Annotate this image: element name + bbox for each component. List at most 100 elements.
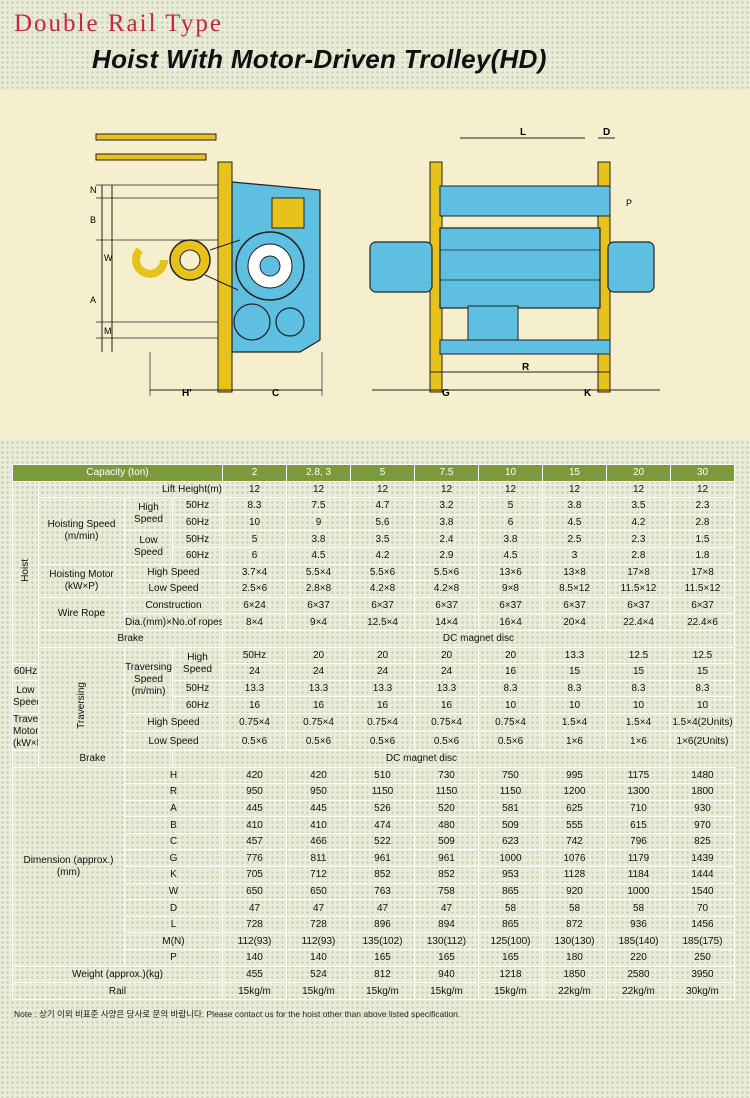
rope-line — [209, 239, 241, 251]
value-cell: 1150 — [478, 783, 543, 801]
value-cell: 936 — [606, 915, 671, 934]
value-cell: 623 — [478, 832, 543, 851]
value-cell: 12 — [606, 480, 671, 499]
value-cell: 1128 — [542, 866, 607, 884]
value-cell: 165 — [350, 949, 415, 967]
rail-bar-second — [95, 153, 207, 161]
value-cell: 0.5×6 — [286, 731, 351, 751]
value-cell: 0.75×4 — [350, 712, 415, 733]
value-cell: 1179 — [606, 849, 671, 868]
hz-label: 60Hz — [172, 513, 223, 532]
value-cell: 2.5 — [542, 530, 607, 548]
value-cell: 17×8 — [670, 563, 735, 582]
value-cell: 13.3 — [542, 646, 607, 665]
value-cell: 0.75×4 — [414, 712, 479, 733]
value-cell: 15kg/m — [414, 982, 479, 1000]
dia-label: Dia.(mm)×No.of ropes — [124, 613, 223, 631]
value-cell: 4.2×8 — [414, 580, 479, 598]
value-cell: 9×4 — [286, 613, 351, 631]
value-cell: 2.8 — [606, 546, 671, 565]
value-cell: 3 — [542, 546, 607, 565]
value-cell: 24 — [414, 663, 479, 681]
value-cell: 140 — [222, 949, 287, 967]
value-cell: 509 — [478, 816, 543, 834]
value-cell: 22kg/m — [606, 982, 671, 1000]
wire-rope-label: Wire Rope — [38, 596, 125, 631]
traversing-section-label: Traversing — [38, 646, 125, 768]
value-cell: 3.8 — [478, 530, 543, 548]
gearbox — [607, 241, 655, 293]
value-cell: 250 — [670, 949, 735, 967]
capacity-cell: 30 — [670, 464, 735, 482]
value-cell: 3.8 — [286, 530, 351, 548]
value-cell: 940 — [414, 965, 479, 984]
value-cell: 872 — [542, 915, 607, 934]
value-cell: 11.5×12 — [670, 580, 735, 598]
value-cell: 1150 — [350, 783, 415, 801]
label-C: C — [272, 388, 279, 399]
value-cell: 750 — [478, 766, 543, 785]
weight-label: Weight (approx.)(kg) — [12, 965, 223, 984]
label-G: G — [442, 388, 450, 399]
value-cell: 15kg/m — [478, 982, 543, 1000]
capacity-cell: 10 — [478, 464, 543, 482]
value-cell: 0.75×4 — [478, 712, 543, 733]
brake-label: Brake — [38, 629, 223, 648]
side-view: N B A W M H' C — [90, 133, 323, 399]
lower-wheel — [233, 303, 271, 341]
value-cell: 2.9 — [414, 546, 479, 565]
value-cell: 20 — [350, 646, 415, 665]
value-cell: 650 — [222, 882, 287, 901]
hook-sheave-inner — [179, 249, 201, 271]
value-cell: 0.75×4 — [286, 712, 351, 733]
value-cell: 1300 — [606, 783, 671, 801]
dimension-key: H — [124, 766, 223, 785]
high-speed-label: High Speed — [124, 497, 173, 532]
value-cell: 20×4 — [542, 613, 607, 631]
value-cell: 1800 — [670, 783, 735, 801]
value-cell: 165 — [478, 949, 543, 967]
value-cell: 1×6(2Units) — [670, 731, 735, 751]
product-type-subtitle: Double Rail Type — [14, 10, 223, 37]
dimension-key: G — [124, 849, 223, 868]
vertical-label: Hoist — [20, 558, 31, 582]
value-cell: 457 — [222, 832, 287, 851]
value-cell: 455 — [222, 965, 287, 984]
value-cell: 825 — [670, 832, 735, 851]
value-cell: 130(130) — [542, 932, 607, 951]
dimension-key: R — [124, 783, 223, 801]
value-cell: 6×37 — [478, 596, 543, 615]
value-cell: 1.5×4 — [542, 712, 607, 733]
value-cell: 728 — [222, 915, 287, 934]
value-cell: 4.2×8 — [350, 580, 415, 598]
value-cell: 6×37 — [542, 596, 607, 615]
value-cell: 13.3 — [350, 679, 415, 698]
value-cell: 4.2 — [350, 546, 415, 565]
value-cell: 4.2 — [606, 513, 671, 532]
value-cell: 185(140) — [606, 932, 671, 951]
motor-box — [271, 197, 305, 229]
capacity-header: Capacity (ton) — [12, 464, 223, 482]
value-cell: 5.6 — [350, 513, 415, 532]
value-cell: 865 — [478, 882, 543, 901]
value-cell: 2.3 — [670, 497, 735, 515]
value-cell: 812 — [350, 965, 415, 984]
front-view: L D R G K P — [369, 127, 660, 399]
value-cell: 7.5 — [286, 497, 351, 515]
motor-high-label: High Speed — [124, 563, 223, 582]
value-cell: 1.8 — [670, 546, 735, 565]
hoist-drum — [439, 227, 601, 309]
capacity-cell: 15 — [542, 464, 607, 482]
value-cell: 4.5 — [542, 513, 607, 532]
value-cell: 10 — [670, 696, 735, 714]
